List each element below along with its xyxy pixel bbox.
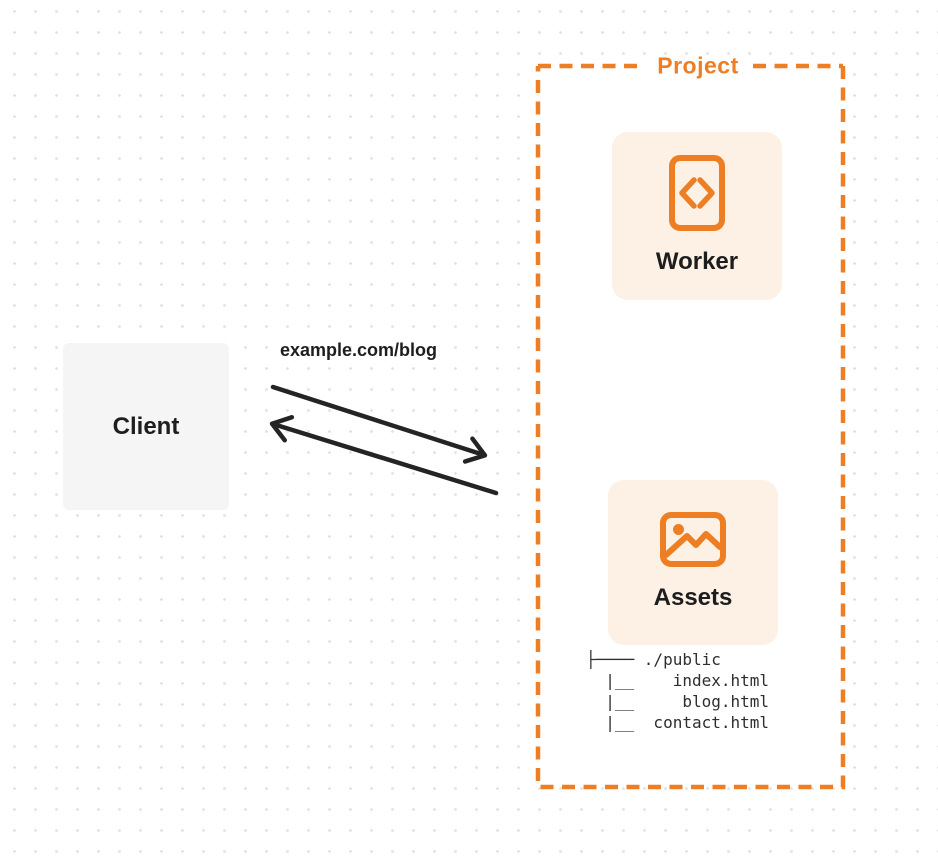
client-label: Client [112,412,180,440]
request-arrow [270,384,488,464]
file-tree-line: ├──── ./public [586,650,721,669]
file-tree: ├──── ./public |__ index.html |__ blog.h… [586,649,769,733]
image-icon [660,512,726,572]
project-boundary-border [535,66,846,790]
response-arrow [269,415,499,496]
project-title: Project [657,52,739,79]
worker-label: Worker [655,248,739,275]
code-file-icon [669,155,725,236]
request-url-label: example.com/blog [280,340,438,360]
file-tree-line: |__ contact.html [586,713,770,732]
client-box: Client [63,343,229,510]
assets-card: Assets [608,480,778,645]
file-tree-line: |__ index.html [586,671,770,690]
file-tree-line: |__ blog.html [586,692,770,711]
worker-card: Worker [612,132,782,300]
assets-label: Assets [653,584,733,611]
